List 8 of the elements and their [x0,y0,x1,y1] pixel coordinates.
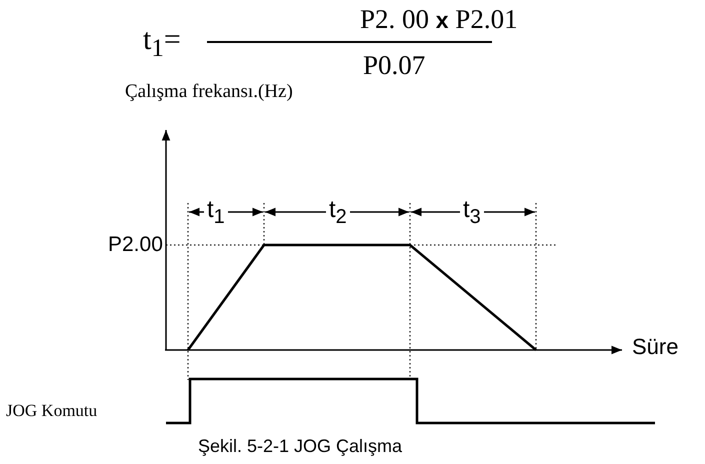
formula-denominator: P0.07 [363,52,426,79]
axis-value-label: P2.00 [108,234,163,255]
axis-label: Süre [632,336,678,358]
signal-label: JOG Komutu [6,402,98,419]
formula-numerator: P2. 00 x P2.01 [360,6,518,33]
axis-label: Çalışma frekansı.(Hz) [125,82,293,101]
formula-text: t$_{1}$= [143,25,181,61]
figure-caption: Şekil. 5-2-1 JOG Çalışma [196,437,404,455]
